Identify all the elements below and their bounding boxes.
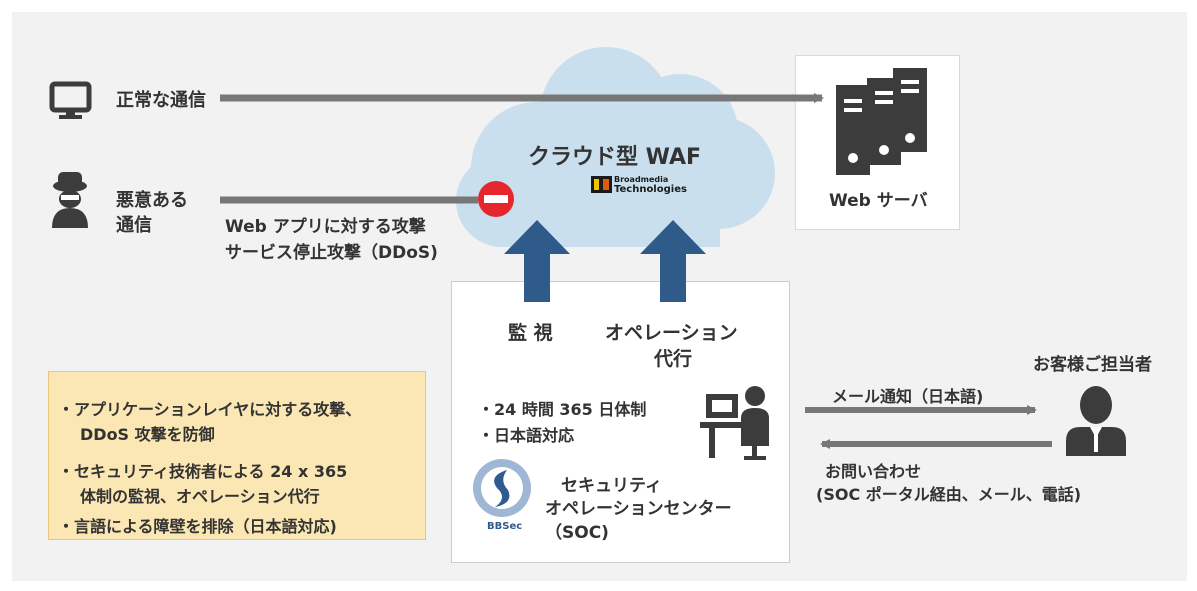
feature-box [48,371,426,540]
mail-notice-label: メール通知（日本語) [832,387,984,406]
feature-line1: ・アプリケーションレイヤに対する攻撃、 [58,400,362,419]
feature-line2: DDoS 攻撃を防御 [80,425,215,444]
monitor-up-arrow [504,220,570,302]
feature-line4: 体制の監視、オペレーション代行 [80,487,320,506]
bbsec-logo-text: BBSec [487,521,523,532]
customer-label: お客様ご担当者 [1033,355,1152,375]
broadmedia-logo [591,176,612,193]
web-server-label: Web サーバ [829,191,928,211]
monitor-icon [49,81,92,119]
customer-icon [1066,386,1126,456]
waf-vendor-line1: Broadmedia [614,175,669,184]
attack-label-line2: サービス停止攻撃（DDoS) [225,243,438,263]
operation-label-line1: オペレーション [605,322,738,344]
waf-title: クラウド型 WAF [528,145,701,170]
bbsec-logo [473,459,531,517]
soc-bullet-24x365: ・24 時間 365 日体制 [478,400,647,419]
malicious-traffic-label-line1: 悪意ある [116,190,188,211]
operation-label-line2: 代行 [654,348,693,370]
inquiry-label-line1: お問い合わせ [825,462,922,481]
block-icon [478,181,514,217]
soc-name-line3: （SOC) [545,523,609,543]
feature-line5: ・言語による障壁を排除（日本語対応) [58,517,337,536]
feature-line3: ・セキュリティ技術者による 24 x 365 [58,462,348,481]
normal-traffic-label: 正常な通信 [116,90,206,111]
attack-label-line1: Web アプリに対する攻撃 [225,217,426,237]
hacker-icon [52,172,88,228]
operator-icon [700,386,769,460]
waf-vendor-line2: Technologies [614,184,687,195]
soc-name-line1: セキュリティ [561,476,662,496]
soc-bullet-japanese: ・日本語対応 [478,426,575,445]
malicious-traffic-label-line2: 通信 [116,215,152,236]
monitor-label: 監 視 [508,322,553,344]
server-icon [834,68,927,175]
inquiry-label-line2: (SOC ポータル経由、メール、電話) [816,485,1082,504]
operation-up-arrow [640,220,706,302]
soc-name-line2: オペレーションセンター [545,499,732,519]
